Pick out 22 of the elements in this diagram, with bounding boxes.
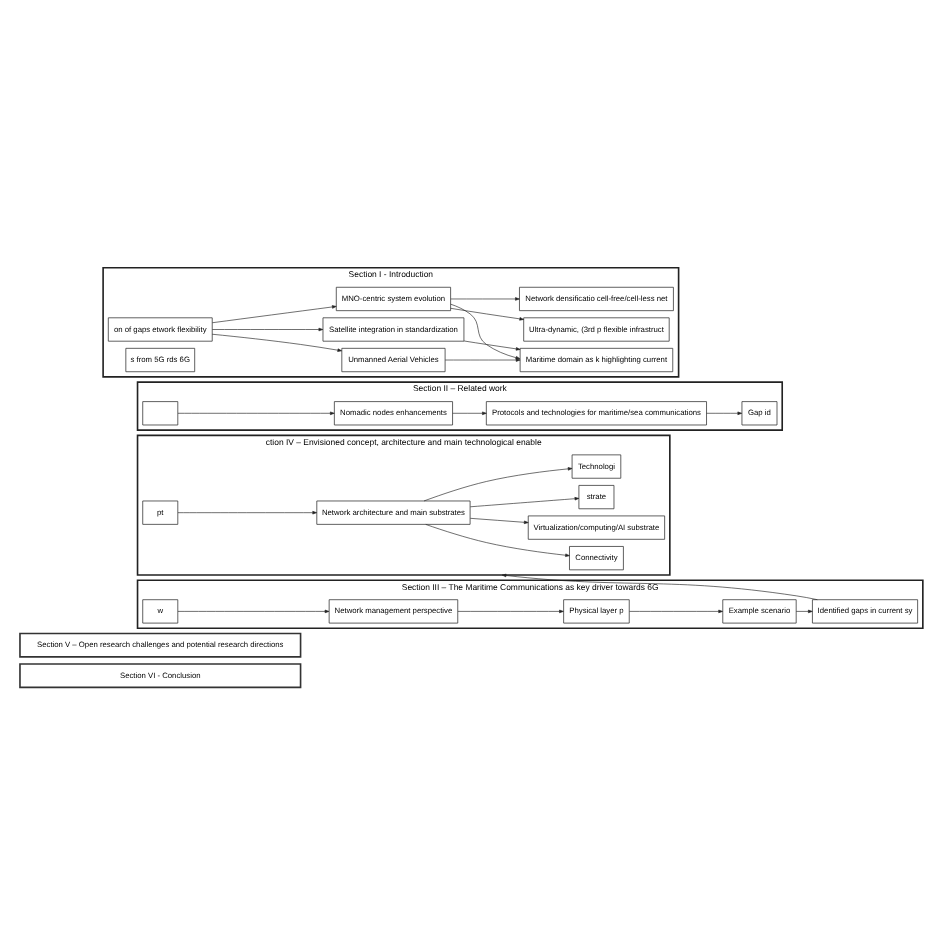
arrow	[444, 357, 521, 361]
arrow	[501, 572, 818, 599]
arrow	[795, 608, 813, 613]
arrow	[177, 410, 335, 414]
arrow	[450, 307, 524, 320]
arrow	[423, 466, 573, 501]
arrow	[629, 608, 723, 613]
arrow	[177, 608, 330, 613]
arrow	[470, 496, 580, 507]
arrow	[470, 517, 529, 523]
arrow	[452, 410, 487, 414]
arrow	[425, 523, 570, 556]
arrow	[211, 332, 342, 351]
arrow	[450, 296, 520, 300]
arrow	[463, 339, 521, 350]
node-box	[142, 400, 179, 425]
arrow	[706, 410, 743, 414]
arrow	[212, 326, 324, 331]
arrow	[450, 302, 521, 359]
arrow	[212, 304, 337, 323]
arrow	[457, 608, 564, 613]
arrow	[177, 510, 317, 514]
